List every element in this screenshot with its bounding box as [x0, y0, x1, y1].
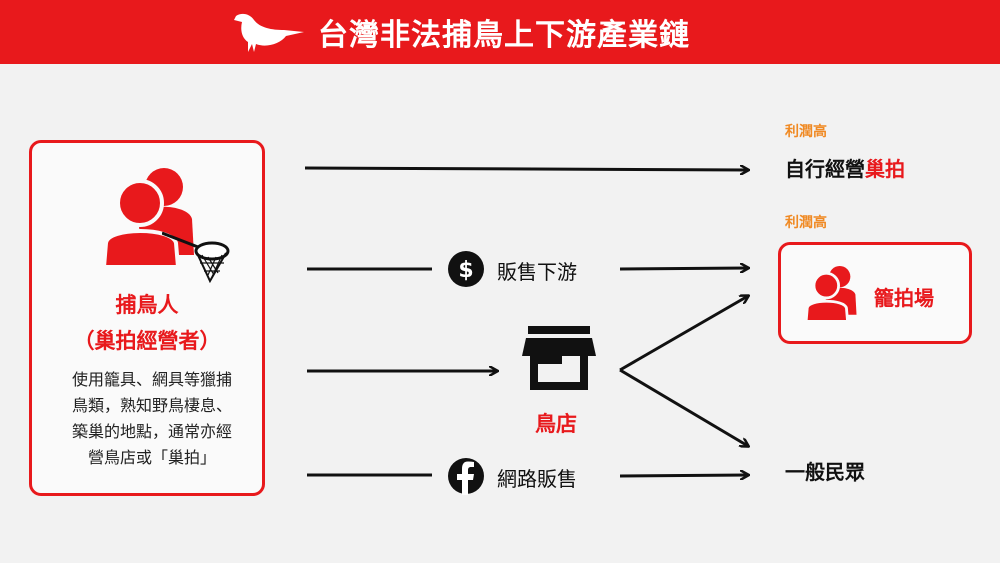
header-bar: 台灣非法捕鳥上下游產業鏈 [0, 0, 1000, 64]
online-sales-label: 網路販售 [497, 467, 577, 491]
arrow-downstream-b [619, 268, 748, 269]
general-public-label: 一般民眾 [785, 460, 865, 484]
net-icon [162, 231, 230, 283]
desc-line: 營鳥店或「巢拍」 [87, 448, 216, 467]
cage-farm-label: 籠拍場 [874, 286, 934, 310]
arrow-online-b [619, 475, 748, 476]
cage-farm-box: 籠拍場 [778, 242, 972, 344]
profit-label-farm: 利潤高 [785, 215, 827, 231]
catcher-box: 捕鳥人 （巢拍經營者） 使用籠具、網具等獵捕 鳥類，熟知野鳥棲息、 築巢的地點，… [29, 140, 265, 496]
arrow-self-run [304, 168, 748, 170]
dollar-icon: $ [448, 251, 484, 287]
facebook-icon [448, 458, 484, 495]
self-run-label: 自行經營巢拍 [785, 153, 905, 182]
desc-line: 築巢的地點，通常亦經 [71, 422, 232, 441]
bird-shop-label: 鳥店 [535, 412, 577, 436]
arrow-shop-to-public [619, 368, 748, 446]
desc-line: 使用籠具、網具等獵捕 [71, 370, 232, 389]
catcher-title: 捕鳥人 [115, 293, 179, 317]
desc-line: 鳥類，熟知野鳥棲息、 [71, 396, 232, 415]
self-run-highlight: 巢拍 [865, 157, 905, 181]
bird-icon [234, 13, 304, 52]
arrow-shop-to-farm [619, 296, 748, 372]
sell-downstream-label: 販售下游 [497, 260, 577, 284]
people-icon [805, 266, 857, 323]
catcher-description: 使用籠具、網具等獵捕 鳥類，熟知野鳥棲息、 築巢的地點，通常亦經 營鳥店或「巢拍… [50, 367, 254, 471]
self-run-prefix: 自行經營 [785, 157, 865, 181]
store-icon [522, 326, 596, 390]
people-icon [102, 168, 194, 269]
svg-text:$: $ [458, 258, 473, 283]
profit-label-self-run: 利潤高 [785, 124, 827, 140]
page-title: 台灣非法捕鳥上下游產業鏈 [318, 18, 690, 53]
catcher-subtitle: （巢拍經營者） [73, 329, 221, 353]
